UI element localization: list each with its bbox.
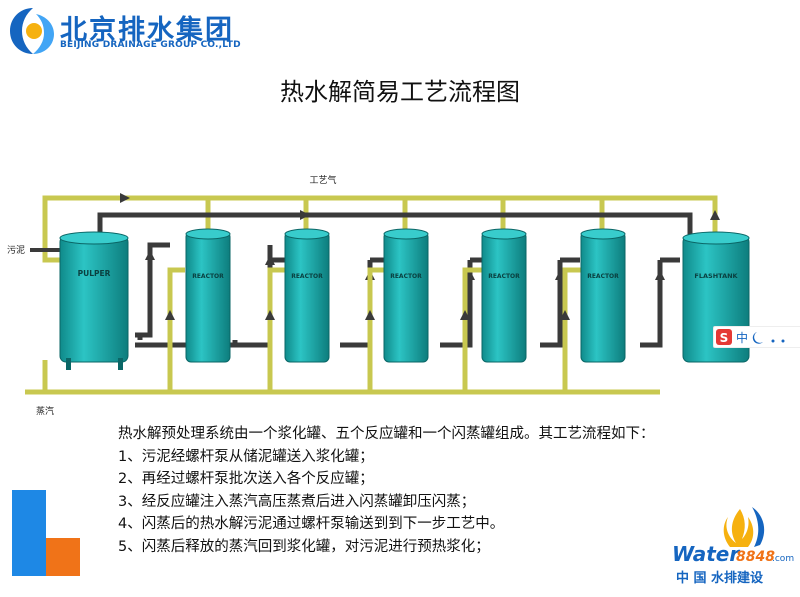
logo-english-name: BEIJING DRAINAGE GROUP CO.,LTD	[60, 40, 241, 50]
decorative-blue-bar	[12, 490, 46, 576]
reactor-tank-2: REACTOR	[284, 228, 330, 363]
description-intro: 热水解预处理系统由一个浆化罐、五个反应罐和一个闪蒸罐组成。其工艺流程如下：	[118, 426, 655, 442]
punctuation-icon[interactable]	[771, 339, 775, 343]
moon-icon[interactable]	[752, 332, 763, 344]
gas-label: 工艺气	[309, 174, 336, 186]
step-5: 5、闪蒸后释放的蒸汽回到浆化罐，对污泥进行预热浆化；	[118, 538, 490, 555]
flashtank-label: FLASHTANK	[694, 272, 738, 280]
logo-drop-icon	[10, 8, 54, 54]
reactor-label-2: REACTOR	[291, 273, 323, 280]
steam-pipe-arrows	[165, 310, 570, 320]
pulper-label: PULPER	[78, 269, 111, 278]
pulper-tank: PULPER	[59, 231, 129, 370]
process-flow-diagram: PULPER REACTOR REACTOR REACTOR REACTOR R…	[7, 174, 750, 417]
watermark-number: 8848	[736, 549, 775, 565]
decorative-orange-block	[46, 538, 80, 576]
reactor-tank-3: REACTOR	[383, 228, 429, 363]
reactor-tank-5: REACTOR	[580, 228, 626, 363]
reactor-tank-1: REACTOR	[185, 228, 231, 363]
reactor-label-4: REACTOR	[488, 273, 520, 280]
logo-chinese-name: 北京排水集团	[60, 15, 234, 46]
watermark-suffix: .com	[772, 554, 794, 564]
comma-icon[interactable]	[781, 339, 785, 343]
ime-logo-text: S	[720, 331, 729, 345]
watermark-brand: Water	[672, 542, 740, 566]
watermark-subtitle: 中 国 水排建设	[676, 570, 764, 586]
ime-toolbar[interactable]: S 中	[712, 325, 800, 349]
ime-mode-label[interactable]: 中	[736, 330, 748, 345]
steam-label: 蒸汽	[36, 405, 54, 417]
sludge-label: 污泥	[7, 244, 25, 256]
reactor-label-1: REACTOR	[192, 273, 224, 280]
watermark-flame-icon	[723, 507, 765, 547]
step-3: 3、经反应罐注入蒸汽高压蒸煮后进入闪蒸罐卸压闪蒸；	[118, 493, 476, 510]
step-2: 2、再经过螺杆泵批次送入各个反应罐；	[118, 471, 374, 487]
reactor-label-5: REACTOR	[587, 273, 619, 280]
description: 热水解预处理系统由一个浆化罐、五个反应罐和一个闪蒸罐组成。其工艺流程如下： 1、…	[118, 423, 758, 558]
watermark: Water 8848 .com 中 国 水排建设	[672, 503, 800, 593]
gas-pipe-arrows	[120, 193, 720, 220]
step-4: 4、闪蒸后的热水解污泥通过螺杆泵输送到到下一步工艺中。	[118, 516, 505, 532]
reactor-tank-4: REACTOR	[481, 228, 527, 363]
step-1: 1、污泥经螺杆泵从储泥罐送入浆化罐；	[118, 448, 374, 465]
reactor-label-3: REACTOR	[390, 273, 422, 280]
sogou-logo-icon	[716, 329, 732, 345]
steam-pipe	[25, 267, 660, 395]
company-logo	[6, 4, 60, 58]
page-title: 热水解简易工艺流程图	[280, 78, 520, 106]
